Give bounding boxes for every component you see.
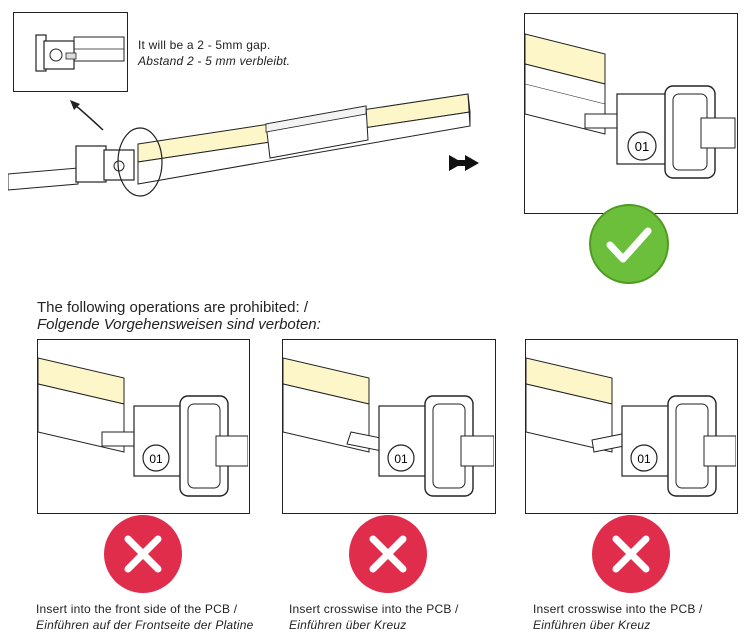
detail-inset: [13, 12, 128, 92]
cross-icon: [349, 515, 427, 593]
prohibited-heading-en: The following operations are prohibited:…: [37, 299, 308, 316]
gap-detail-drawing: [35, 34, 125, 72]
front-side-insertion-drawing: 01: [38, 357, 248, 497]
connector-label: 01: [637, 452, 651, 466]
prohibited-panel-2: 01: [282, 339, 496, 514]
next-step-arrow-icon: [449, 155, 479, 171]
crosswise-insertion-drawing: 01: [283, 357, 494, 497]
gap-note-de: Abstand 2 - 5 mm verbleibt.: [138, 54, 291, 68]
check-icon: [589, 204, 669, 284]
cross-icon: [104, 515, 182, 593]
prohibited-heading-de: Folgende Vorgehensweisen sind verboten:: [37, 316, 321, 333]
cross-icon: [592, 515, 670, 593]
panel-2-caption-de: Einführen über Kreuz: [289, 618, 407, 632]
correct-example-frame: 01: [524, 13, 738, 214]
correct-connection-drawing: 01: [525, 33, 736, 179]
connector-label: 01: [149, 452, 163, 466]
panel-1-caption-en: Insert into the front side of the PCB /: [36, 602, 238, 616]
curved-arrow-icon: [70, 100, 80, 110]
connector-label: 01: [394, 452, 408, 466]
crosswise-insertion-drawing: 01: [526, 357, 736, 497]
panel-3-caption-de: Einführen über Kreuz: [533, 618, 651, 632]
connector-label: 01: [635, 139, 649, 154]
panel-1-caption-de: Einführen auf der Frontseite der Platine: [36, 618, 254, 632]
prohibited-panel-1: 01: [37, 339, 250, 514]
prohibited-panel-3: 01: [525, 339, 738, 514]
panel-2-caption-en: Insert crosswise into the PCB /: [289, 602, 459, 616]
panel-3-caption-en: Insert crosswise into the PCB /: [533, 602, 703, 616]
gap-note-en: It will be a 2 - 5mm gap.: [138, 38, 271, 52]
assembly-drawing: [8, 93, 471, 197]
